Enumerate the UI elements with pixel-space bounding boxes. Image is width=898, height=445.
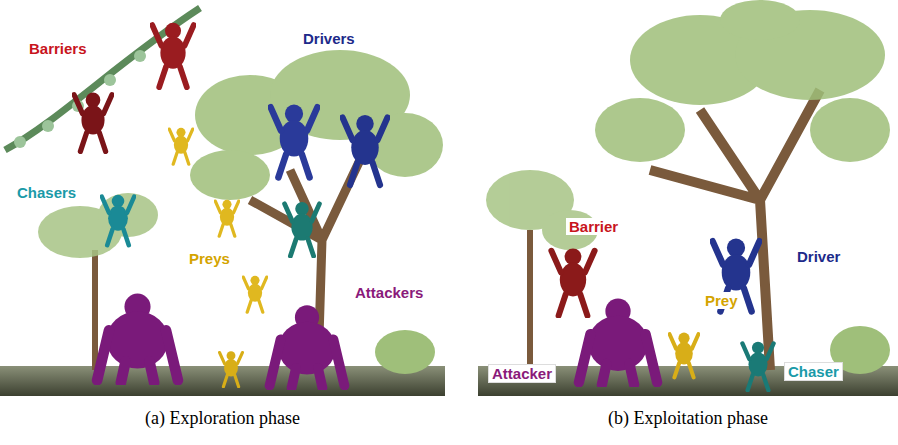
prey-ape xyxy=(670,333,699,378)
group-label: Preys xyxy=(186,250,233,267)
role-label: Chaser xyxy=(784,362,843,381)
driver-ape xyxy=(271,105,318,178)
tree-canopy xyxy=(595,0,890,162)
group-label: Chasers xyxy=(14,184,79,201)
barrier-ape xyxy=(551,248,594,315)
role-label: Prey xyxy=(702,292,741,309)
tree-canopy xyxy=(486,170,598,250)
barrier-ape xyxy=(74,93,112,152)
chaser-ape xyxy=(742,342,773,391)
role-label: Attacker xyxy=(488,364,556,383)
group-label: Attackers xyxy=(352,284,426,301)
attacker-ape xyxy=(97,294,178,383)
prey-ape xyxy=(169,128,192,164)
chaser-ape xyxy=(285,202,320,256)
chaser-ape xyxy=(102,195,134,245)
role-label: Barrier xyxy=(566,218,621,235)
group-label: Barriers xyxy=(26,40,90,57)
prey-ape xyxy=(220,351,243,386)
attacker-ape xyxy=(579,298,657,384)
attacker-ape xyxy=(270,305,345,388)
group-label: Drivers xyxy=(300,30,358,47)
prey-ape xyxy=(215,200,238,236)
tree-canopy xyxy=(190,50,443,200)
panel-caption: (b) Exploitation phase xyxy=(608,408,768,429)
barrier-ape xyxy=(152,23,193,87)
prey-ape xyxy=(243,276,266,312)
bush xyxy=(375,330,435,374)
tree-canopy xyxy=(38,193,158,258)
panel-caption: (a) Exploration phase xyxy=(145,408,300,429)
role-label: Driver xyxy=(794,248,843,265)
tree-trunk xyxy=(527,230,533,370)
tree-trunk xyxy=(92,250,98,370)
ground xyxy=(0,366,445,396)
driver-ape xyxy=(343,115,388,185)
